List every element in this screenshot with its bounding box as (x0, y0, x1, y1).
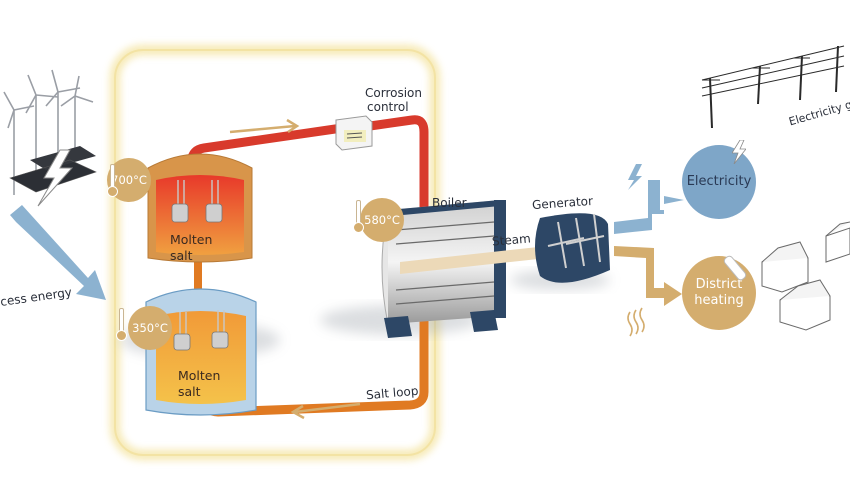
cold-tank-label-line1: Molten (178, 368, 221, 383)
boiler-temperature-badge: 580°C (360, 198, 404, 242)
thermometer-icon (107, 164, 118, 197)
district-heating-label-line1: District (695, 277, 743, 292)
heat-waves-icon (627, 307, 645, 337)
boiler-temperature: 580°C (364, 213, 400, 227)
district-heating-label-line2: heating (694, 293, 744, 308)
corrosion-control-label-line1: Corrosion (365, 86, 422, 100)
flow-arrow-left (290, 402, 361, 420)
electricity-output: Electricity (682, 145, 756, 219)
steam-pipe (400, 244, 566, 274)
hot-tank-label-line2: salt (170, 248, 193, 263)
electricity-output-label: Electricity (686, 174, 752, 189)
small-lightning-icon (628, 164, 642, 190)
wind-turbines-icon (3, 69, 94, 195)
corrosion-control-label-line2: control (367, 100, 409, 114)
electricity-bolt-icon (731, 139, 747, 165)
cold-tank-label-line2: salt (178, 384, 201, 399)
excess-energy-arrow (10, 205, 106, 300)
hot-tank-label-line1: Molten (170, 232, 213, 247)
cold-tank-temperature: 350°C (132, 321, 168, 335)
heating-output-arrow (614, 246, 682, 306)
cold-tank-temperature-badge: 350°C (128, 306, 172, 350)
power-lines-icon (701, 45, 845, 129)
corrosion-control-unit (335, 115, 373, 151)
district-heating-output: District heating (682, 256, 756, 330)
boiler-label: Boiler (432, 196, 467, 210)
thermometer-icon (353, 200, 364, 233)
electricity-output-arrow (614, 180, 684, 234)
hot-tank-temperature: 700°C (111, 173, 147, 187)
houses-icon (761, 221, 850, 331)
thermometer-icon (116, 308, 127, 341)
cold-tank (145, 288, 257, 416)
flow-arrow-right (229, 118, 300, 134)
lightning-icon (37, 149, 74, 207)
hot-tank (147, 153, 253, 263)
generator (535, 213, 610, 283)
corrosion-control-label: Corrosion control (365, 86, 422, 114)
hot-tank-label: Molten salt (170, 232, 212, 264)
cold-tank-label: Molten salt (178, 368, 220, 400)
